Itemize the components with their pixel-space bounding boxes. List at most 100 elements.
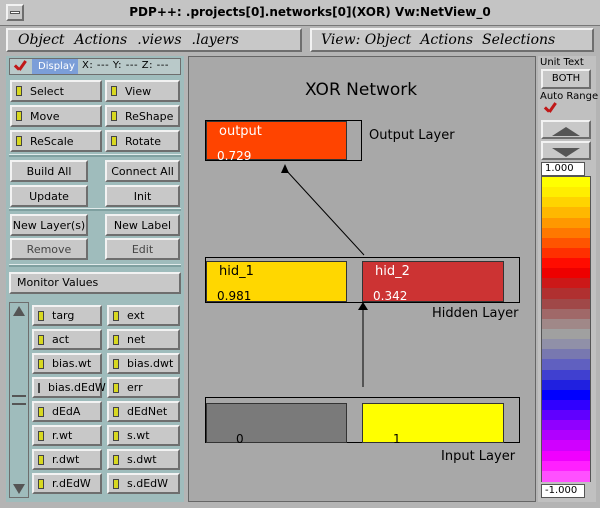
monitor-item-s-dwt[interactable]: s.dwt	[107, 449, 180, 470]
rescale-tool-button[interactable]: ReScale	[10, 130, 102, 152]
indicator-light-icon	[113, 478, 119, 489]
hidden-layer-frame[interactable]	[205, 257, 520, 303]
separator	[9, 264, 181, 267]
monitor-item-s-wt[interactable]: s.wt	[107, 425, 180, 446]
unit-text-button[interactable]: BOTH	[541, 69, 591, 89]
unit-hid-1[interactable]: hid_1 0.981	[206, 261, 347, 303]
remove-button[interactable]: Remove	[10, 238, 88, 260]
unit-input-2[interactable]: 1	[362, 403, 504, 446]
color-scale-step	[542, 399, 590, 412]
scale-up-button[interactable]	[541, 120, 591, 139]
unit-hid-2[interactable]: hid_2 0.342	[362, 261, 504, 303]
color-scale-step	[542, 359, 590, 371]
color-scale-step	[542, 288, 590, 300]
init-button[interactable]: Init	[105, 185, 180, 207]
menu-views[interactable]: .views	[137, 32, 182, 48]
color-scale-step	[542, 227, 590, 239]
rotate-tool-button[interactable]: Rotate	[105, 130, 180, 152]
menu-selections[interactable]: Selections	[482, 32, 556, 48]
menu-view-actions[interactable]: Actions	[420, 32, 473, 48]
monitor-item-ext[interactable]: ext	[107, 305, 180, 326]
unit-output[interactable]: output 0.729	[206, 121, 347, 163]
display-toggle[interactable]: Display	[32, 59, 78, 74]
indicator-light-icon	[16, 86, 22, 96]
monitor-item-dednet[interactable]: dEdNet	[107, 401, 180, 422]
indicator-light-icon	[38, 406, 44, 417]
monitor-item-net[interactable]: net	[107, 329, 180, 350]
max-range-field[interactable]: 1.000	[541, 162, 585, 176]
update-button[interactable]: Update	[10, 185, 88, 207]
unit-text-label: Unit Text	[540, 57, 584, 68]
view-tool-button[interactable]: View	[105, 80, 180, 102]
color-scale-step	[542, 440, 590, 452]
auto-range-label: Auto Range	[540, 91, 599, 102]
arrowhead-icon	[358, 302, 368, 310]
display-bar: Display X: --- Y: --- Z: ---	[9, 58, 181, 75]
color-scale-step	[542, 298, 590, 310]
indicator-light-icon	[113, 430, 119, 441]
edit-button[interactable]: Edit	[105, 238, 180, 260]
build-all-button[interactable]: Build All	[10, 160, 88, 182]
new-layers-button[interactable]: New Layer(s)	[10, 214, 88, 236]
connect-all-button[interactable]: Connect All	[105, 160, 180, 182]
indicator-light-icon	[111, 86, 117, 96]
indicator-light-icon	[111, 111, 117, 121]
color-scale-step	[542, 379, 590, 391]
auto-range-checkmark-icon[interactable]	[542, 101, 556, 115]
window-menu-button[interactable]	[6, 4, 24, 21]
select-tool-button[interactable]: Select	[10, 80, 102, 102]
hidden-layer-label: Hidden Layer	[432, 306, 519, 321]
monitor-scrollbar[interactable]	[9, 302, 29, 498]
color-scale-step	[542, 237, 590, 250]
scroll-down-arrow-icon[interactable]	[13, 484, 25, 494]
color-scale-step	[542, 207, 590, 219]
monitor-item-bias-dedw[interactable]: bias.dEdW	[32, 377, 106, 398]
color-scale-step	[542, 258, 590, 270]
monitor-item-bias-dwt[interactable]: bias.dwt	[107, 353, 180, 374]
menu-actions[interactable]: Actions	[74, 32, 128, 48]
monitor-item-deda[interactable]: dEdA	[32, 401, 102, 422]
indicator-light-icon	[113, 310, 119, 321]
color-scale-step	[542, 450, 590, 462]
monitor-item-s-dedw[interactable]: s.dEdW	[107, 473, 180, 494]
down-triangle-icon	[552, 148, 580, 157]
monitor-item-r-wt[interactable]: r.wt	[32, 425, 102, 446]
color-scale-step	[542, 349, 590, 361]
object-menubar: Object Actions .views .layers	[6, 28, 302, 52]
scroll-thumb[interactable]	[12, 395, 26, 405]
output-layer-label: Output Layer	[369, 128, 455, 143]
scale-down-button[interactable]	[541, 141, 591, 160]
menu-object[interactable]: Object	[18, 32, 65, 48]
monitor-item-act[interactable]: act	[32, 329, 102, 350]
indicator-light-icon	[113, 382, 119, 393]
monitor-item-r-dwt[interactable]: r.dwt	[32, 449, 102, 470]
color-scale-step	[542, 339, 590, 351]
reshape-tool-button[interactable]: ReShape	[105, 105, 180, 127]
input-layer-label: Input Layer	[441, 449, 516, 464]
scroll-up-arrow-icon[interactable]	[13, 306, 25, 316]
display-checkmark-icon[interactable]	[12, 59, 26, 73]
monitor-item-targ[interactable]: targ	[32, 305, 102, 326]
menu-view-object[interactable]: View: Object	[321, 32, 412, 48]
indicator-light-icon	[111, 136, 117, 146]
window-title: PDP++: .projects[0].networks[0](XOR) Vw:…	[129, 5, 491, 19]
indicator-light-icon	[113, 454, 119, 465]
up-triangle-icon	[552, 127, 580, 136]
indicator-light-icon	[113, 334, 119, 345]
unit-input-1[interactable]: 0	[206, 403, 347, 446]
move-tool-button[interactable]: Move	[10, 105, 102, 127]
output-layer-frame[interactable]	[205, 120, 362, 161]
color-scale-step	[542, 217, 590, 229]
monitor-values-label: Monitor Values	[9, 272, 181, 294]
new-label-button[interactable]: New Label	[105, 214, 180, 236]
min-range-field[interactable]: -1.000	[541, 484, 585, 498]
menu-layers[interactable]: .layers	[191, 32, 239, 48]
monitor-item-err[interactable]: err	[107, 377, 180, 398]
monitor-item-bias-wt[interactable]: bias.wt	[32, 353, 102, 374]
monitor-item-r-dedw[interactable]: r.dEdW	[32, 473, 102, 494]
indicator-light-icon	[16, 136, 22, 146]
indicator-light-icon	[38, 358, 44, 369]
color-scale-step	[542, 420, 590, 432]
indicator-light-icon	[38, 334, 44, 345]
color-scale-step	[542, 430, 590, 442]
